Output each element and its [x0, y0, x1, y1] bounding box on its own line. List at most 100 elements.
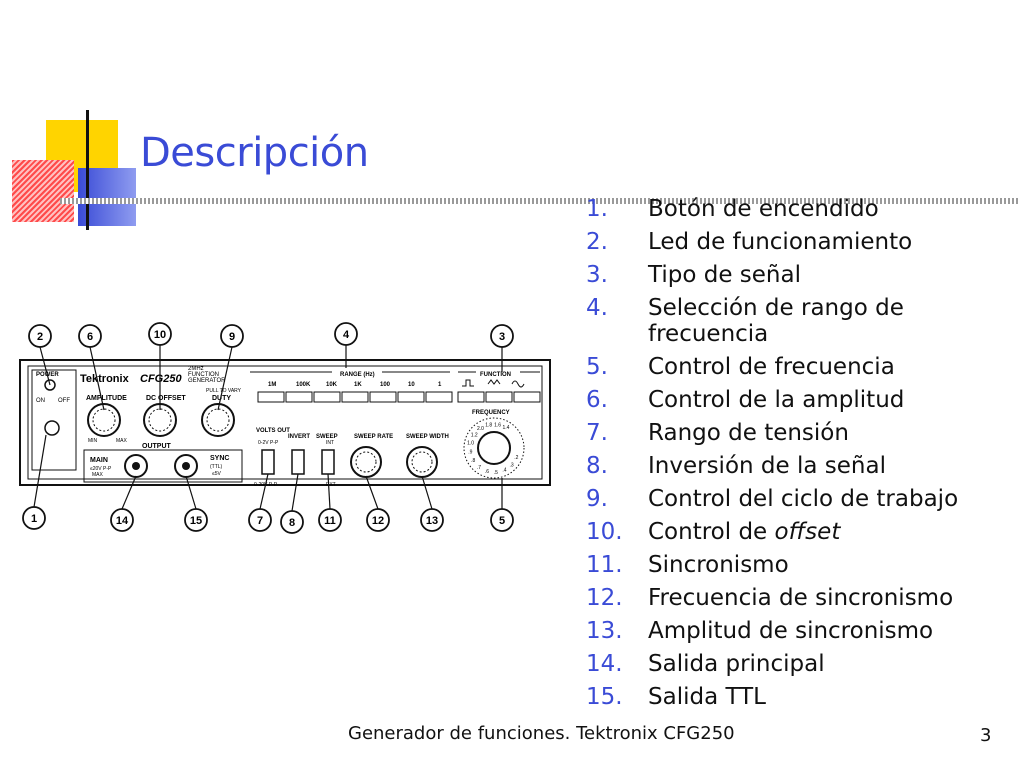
- range-buttons: [257, 391, 453, 403]
- svg-text:MAX: MAX: [116, 438, 128, 444]
- dial-scale-label: 1.0: [467, 441, 474, 447]
- callout-number: 7: [257, 515, 263, 527]
- callout-circle: [334, 322, 358, 346]
- svg-text:1M: 1M: [268, 382, 276, 388]
- callout-line: [39, 346, 51, 386]
- list-item: 14.Salida principal: [586, 651, 825, 677]
- callout-number: 14: [116, 515, 129, 527]
- svg-text:VOLTS OUT: VOLTS OUT: [256, 428, 290, 434]
- callout-number: 2: [37, 331, 43, 343]
- sweep-width-knob: [406, 446, 438, 478]
- callout-circle: [22, 506, 46, 530]
- svg-text:MIN: MIN: [88, 438, 98, 444]
- power-button: [44, 420, 60, 436]
- svg-text:100K: 100K: [296, 382, 311, 388]
- callout-circle: [490, 324, 514, 348]
- svg-text:FUNCTION: FUNCTION: [188, 372, 219, 378]
- svg-text:(TTL): (TTL): [210, 464, 223, 470]
- callout-circle: [184, 508, 208, 532]
- sync-output-connector: [174, 454, 198, 478]
- function-buttons: [457, 391, 541, 403]
- page-number: 3: [980, 725, 992, 746]
- svg-text:MAX: MAX: [92, 472, 104, 478]
- description-list: 1.Botón de encendido 2.Led de funcionami…: [586, 193, 988, 714]
- svg-text:SYNC: SYNC: [210, 455, 229, 462]
- callout-circle: [110, 508, 134, 532]
- callout-number: 8: [289, 517, 295, 529]
- callout-circle: [420, 508, 444, 532]
- svg-text:EXT: EXT: [326, 482, 336, 488]
- dial-scale-label: 1.8: [485, 423, 492, 429]
- callout-circle: [28, 324, 52, 348]
- output-label: OUTPUT: [142, 443, 172, 450]
- list-item: 15.Salida TTL: [586, 684, 766, 710]
- dc-offset-label: DC OFFSET: [146, 395, 186, 402]
- on-label: ON: [36, 398, 45, 404]
- duty-label: DUTY: [212, 395, 231, 402]
- callout-line: [89, 346, 105, 411]
- callout-number: 13: [426, 515, 438, 527]
- dial-scale-label: .6: [485, 469, 489, 475]
- dial-scale-label: .9: [468, 450, 472, 456]
- callout-line: [217, 346, 233, 411]
- amplitude-knob: [87, 403, 121, 437]
- list-item: 9.Control del ciclo de trabajo: [586, 486, 959, 512]
- list-item: 13.Amplitud de sincronismo: [586, 618, 934, 644]
- svg-text:≤20V P-P: ≤20V P-P: [90, 466, 112, 472]
- brand-label: Tektronix: [80, 373, 130, 385]
- title-rule: [60, 198, 1020, 204]
- svg-text:≤5V: ≤5V: [212, 471, 222, 477]
- list-item: 4.Selección de rango de frecuencia: [586, 295, 904, 347]
- callout-number: 11: [324, 515, 336, 527]
- callout-line: [33, 434, 47, 508]
- list-item: 1.Botón de encendido: [586, 196, 879, 222]
- model-label: CFG250: [140, 373, 182, 385]
- list-item: 7.Rango de tensión: [586, 420, 849, 446]
- callout-number: 4: [343, 329, 350, 341]
- deco-vertical-line: [86, 110, 89, 230]
- callout-number: 9: [229, 331, 235, 343]
- callout-line: [421, 475, 433, 510]
- svg-text:MAIN: MAIN: [90, 457, 108, 464]
- svg-text:2MHz: 2MHz: [188, 366, 204, 372]
- svg-text:SWEEP WIDTH: SWEEP WIDTH: [406, 434, 449, 440]
- frequency-label: FREQUENCY: [472, 410, 510, 416]
- svg-text:0-2V P-P: 0-2V P-P: [258, 440, 279, 446]
- svg-text:10K: 10K: [326, 382, 338, 388]
- invert-switch: [291, 449, 305, 475]
- list-item: 5.Control de frecuencia: [586, 354, 895, 380]
- footer-text: Generador de funciones. Tektronix CFG250: [348, 723, 735, 744]
- callout-circle: [148, 322, 172, 346]
- svg-text:SWEEP: SWEEP: [316, 434, 338, 440]
- callout-circle: [220, 324, 244, 348]
- list-item: 2.Led de funcionamiento: [586, 229, 913, 255]
- volts-out-switch: [261, 449, 275, 475]
- dial-scale-label: .2: [514, 455, 518, 461]
- callout-line: [365, 475, 379, 510]
- dial-scale-label: 2.0: [477, 426, 484, 432]
- callout-line: [327, 473, 331, 510]
- callout-line: [259, 473, 269, 510]
- callout-number: 10: [154, 329, 166, 341]
- sweep-rate-knob: [350, 446, 382, 478]
- callout-number: 6: [87, 331, 93, 343]
- frequency-dial: [463, 417, 525, 479]
- list-item: 12.Frecuencia de sincronismo: [586, 585, 954, 611]
- callout-number: 1: [31, 513, 37, 525]
- pull-label: PULL TO VARY: [206, 388, 242, 394]
- callout-circle: [280, 510, 304, 534]
- callout-circle: [490, 508, 514, 532]
- off-label: OFF: [58, 398, 70, 404]
- callout-circle: [78, 324, 102, 348]
- list-item: 11.Sincronismo: [586, 552, 789, 578]
- svg-text:INVERT: INVERT: [288, 434, 310, 440]
- list-item: 8.Inversión de la señal: [586, 453, 886, 479]
- range-label: RANGE (Hz): [340, 372, 375, 378]
- dial-scale-label: 1.6: [494, 422, 501, 428]
- callout-number: 12: [372, 515, 384, 527]
- callout-line: [291, 473, 299, 512]
- callout-circle: [248, 508, 272, 532]
- callout-circle: [318, 508, 342, 532]
- sweep-switch: [321, 449, 335, 475]
- svg-text:GENERATOR: GENERATOR: [188, 378, 226, 384]
